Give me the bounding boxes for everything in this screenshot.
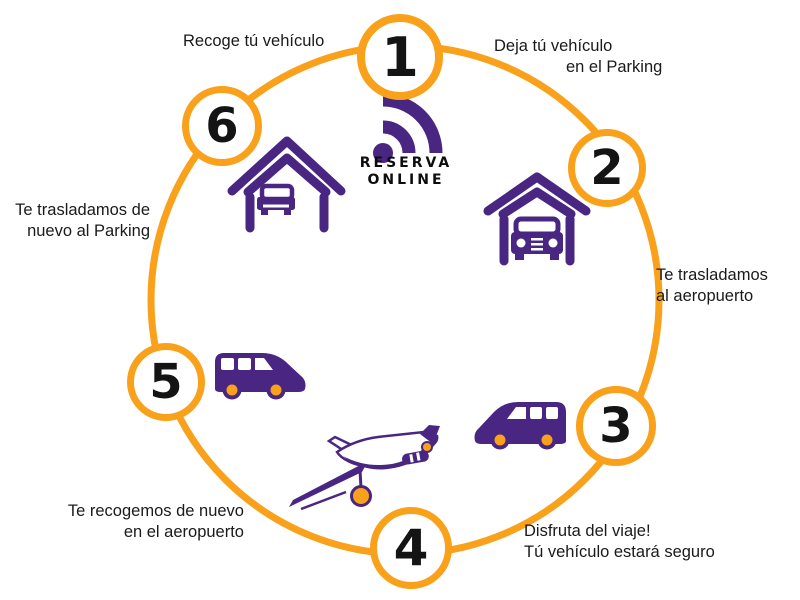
label-line: Te trasladamos	[656, 266, 768, 284]
step-number: 4	[393, 519, 429, 577]
title-line-2: ONLINE	[367, 172, 445, 188]
step-number: 5	[149, 354, 183, 410]
garage-icon	[483, 172, 591, 266]
garage-icon	[227, 136, 346, 233]
title-line-1: RESERVA	[359, 155, 453, 171]
label-line: Tú vehículo estará seguro	[524, 543, 715, 561]
label-traslado-aeropuerto: Te trasladamos al aeropuerto	[656, 265, 768, 307]
car-icon	[257, 183, 295, 215]
label-disfruta-viaje: Disfruta del viaje! Tú vehículo estará s…	[524, 521, 715, 563]
label-line: Disfruta del viaje!	[524, 522, 651, 540]
step-node-4: 4	[370, 507, 452, 589]
step-number: 3	[599, 398, 633, 454]
car-icon	[511, 216, 563, 260]
label-line: Te recogemos de nuevo	[67, 502, 244, 520]
shuttle-bus-icon	[474, 402, 566, 450]
reserva-online-title: RESERVA ONLINE	[330, 155, 482, 189]
step-node-2: 2	[568, 129, 646, 207]
label-line: al aeropuerto	[656, 287, 754, 305]
step-node-1: 1	[357, 14, 443, 100]
label-line: en el aeropuerto	[123, 523, 244, 541]
label-line: nuevo al Parking	[27, 222, 150, 240]
airplane-icon	[289, 425, 440, 511]
label-line: Deja tú vehículo	[494, 37, 613, 55]
label-deja-vehiculo: Deja tú vehículo en el Parking	[494, 36, 662, 78]
rss-icon	[373, 93, 443, 163]
step-number: 1	[381, 25, 419, 89]
shuttle-van-icon	[215, 353, 306, 400]
step-number: 6	[205, 98, 239, 154]
step-node-3: 3	[576, 386, 656, 466]
label-recogemos-aeropuerto: Te recogemos de nuevo en el aeropuerto	[58, 501, 244, 543]
step-number: 2	[590, 140, 624, 196]
step-node-5: 5	[127, 343, 205, 421]
label-line: en el Parking	[566, 58, 663, 76]
label-recoge-vehiculo: Recoge tú vehículo	[183, 31, 324, 52]
step-node-6: 6	[182, 86, 262, 166]
label-traslado-parking: Te trasladamos de nuevo al Parking	[10, 200, 150, 242]
label-line: Te trasladamos de	[15, 201, 150, 219]
label-line: Recoge tú vehículo	[183, 32, 325, 50]
